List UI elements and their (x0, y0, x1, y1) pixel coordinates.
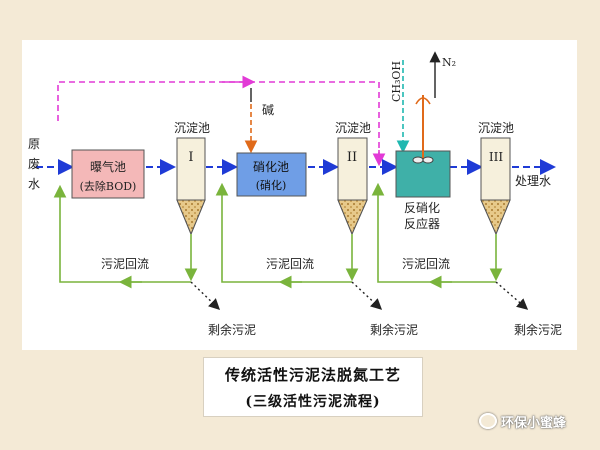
clarifier-1: I 沉淀池 (174, 121, 210, 236)
sludge-return-label-2: 污泥回流 (266, 257, 314, 271)
process-diagram: 曝气池 (去除BOD) I 沉淀池 碱 硝化池 (硝化) II 沉淀池 CH₃O… (28, 51, 562, 337)
excess-sludge-label-3: 剩余污泥 (514, 322, 562, 337)
clarifier-3-numeral: III (489, 150, 503, 164)
wechat-icon (479, 413, 497, 429)
nitrification-tank-label: 硝化池 (253, 160, 289, 174)
clarifier-1-label: 沉淀池 (174, 121, 210, 135)
excess-sludge-label-2: 剩余污泥 (370, 322, 418, 337)
methanol-label: CH₃OH (390, 61, 403, 102)
clarifier-3-label: 沉淀池 (478, 121, 514, 135)
methanol-feed: CH₃OH (390, 60, 410, 154)
clarifier-1-numeral: I (188, 150, 193, 165)
clarifier-2-numeral: II (347, 150, 357, 165)
clarifier-2: II 沉淀池 (335, 121, 371, 236)
raw-water-char-1: 原 (28, 137, 40, 151)
alkali-label: 碱 (262, 103, 274, 117)
nitrogen-release: N₂ (429, 51, 456, 98)
sludge-return-2: 污泥回流 (215, 182, 359, 289)
treated-water-label: 处理水 (515, 174, 551, 188)
watermark: 环保小蜜蜂 (479, 410, 566, 432)
clarifier-3: III 沉淀池 (478, 121, 514, 236)
aeration-tank: 曝气池 (去除BOD) (71, 149, 145, 199)
alkali-feed: 碱 (244, 88, 274, 154)
denitrification-reactor: 反硝化 反应器 (395, 95, 451, 231)
aeration-tank-label: 曝气池 (90, 159, 126, 174)
sludge-return-label-1: 污泥回流 (101, 257, 149, 271)
caption-title: 传统活性污泥法脱氮工艺 (224, 366, 401, 384)
aeration-tank-sublabel: (去除BOD) (80, 179, 137, 193)
sludge-return-label-3: 污泥回流 (402, 257, 450, 271)
process-diagram-panel: 曝气池 (去除BOD) I 沉淀池 碱 硝化池 (硝化) II 沉淀池 CH₃O… (22, 40, 577, 350)
sludge-return-1: 污泥回流 (53, 184, 198, 289)
bypass-line (57, 75, 386, 167)
diagram-caption: 传统活性污泥法脱氮工艺 (三级活性污泥流程) (203, 357, 423, 417)
nitrification-tank: 硝化池 (硝化) (236, 152, 307, 197)
reactor-label-1: 反硝化 (404, 201, 440, 215)
nitrification-tank-sublabel: (硝化) (256, 178, 287, 192)
caption-subtitle: (三级活性污泥流程) (245, 394, 381, 410)
clarifier-2-label: 沉淀池 (335, 121, 371, 135)
watermark-text: 环保小蜜蜂 (501, 415, 567, 431)
raw-water-char-3: 水 (28, 177, 40, 191)
reactor-label-2: 反应器 (404, 216, 440, 231)
excess-sludge-lines (190, 281, 529, 310)
nitrogen-label: N₂ (442, 56, 456, 69)
sludge-return-3: 污泥回流 (371, 182, 503, 289)
raw-water-label: 原 废 水 (28, 137, 40, 191)
excess-sludge-label-1: 剩余污泥 (208, 322, 256, 337)
raw-water-char-2: 废 (28, 156, 40, 171)
